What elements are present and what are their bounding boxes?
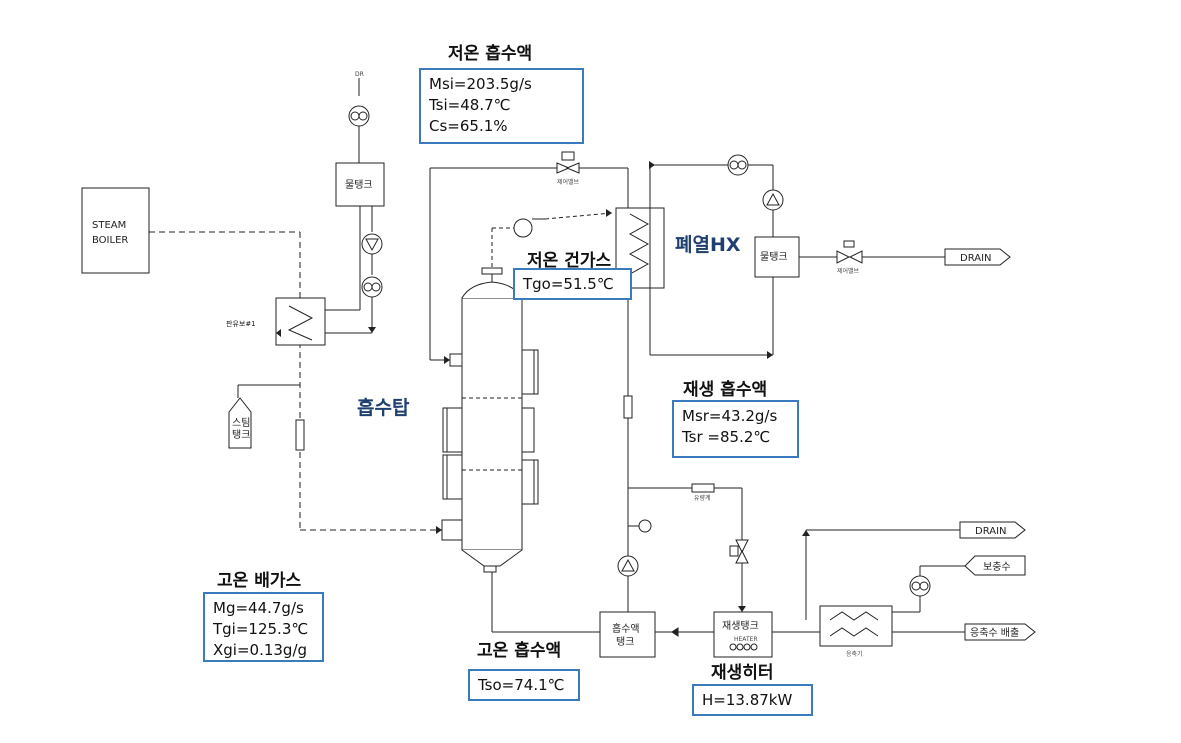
condenser-label: 응축기 bbox=[846, 650, 863, 658]
control-valve-right-label: 제어밸브 bbox=[837, 267, 860, 275]
flowmeter-mid bbox=[623, 395, 633, 419]
box-low-temp-absorbent: Msi=203.5g/s Tsi=48.7℃ Cs=65.1% bbox=[419, 68, 584, 144]
flowmeter-left bbox=[295, 419, 305, 451]
regen-tank bbox=[713, 611, 773, 658]
header-high-temp-exhaust: 고온 배가스 bbox=[217, 571, 302, 591]
control-valve-top-label: 제어밸브 bbox=[557, 178, 580, 186]
steam-tank bbox=[228, 397, 252, 449]
header-low-temp-dry-gas: 저온 건가스 bbox=[527, 251, 612, 271]
water-tank-right-label: 물탱크 bbox=[760, 251, 788, 263]
drain-bottom-label: DRAIN bbox=[975, 526, 1007, 537]
water-tank-top-label: 물탱크 bbox=[345, 179, 373, 191]
steam-boiler bbox=[81, 187, 150, 274]
header-low-temp-absorbent: 저온 흡수액 bbox=[448, 44, 533, 64]
regen-tank-label: 재생탱크 bbox=[722, 620, 759, 632]
makeup-water-label: 보충수 bbox=[983, 561, 1011, 573]
flowmeter-label: 유량계 bbox=[694, 494, 711, 502]
water-tank-top bbox=[335, 162, 385, 207]
box-low-temp-dry-gas: Tgo=51.5℃ bbox=[513, 268, 632, 300]
plate-hx-1 bbox=[275, 297, 326, 346]
header-absorber: 흡수탑 bbox=[357, 397, 410, 419]
absorber-column bbox=[461, 297, 523, 551]
header-high-temp-absorbent: 고온 흡수액 bbox=[477, 641, 562, 661]
box-regen-absorbent: Msr=43.2g/s Tsr =85.2℃ bbox=[672, 400, 799, 458]
box-high-temp-absorbent: Tso=74.1℃ bbox=[468, 669, 580, 701]
drain-right-label: DRAIN bbox=[960, 253, 992, 264]
header-regen-heater: 재생히터 bbox=[711, 663, 774, 683]
box-regen-heater: H=13.87kW bbox=[692, 684, 813, 716]
header-waste-heat-hx: 폐열HX bbox=[675, 234, 741, 256]
condensate-out-label: 응축수 배출 bbox=[970, 627, 1019, 639]
absorbent-tank bbox=[599, 611, 656, 658]
header-regen-absorbent: 재생 흡수액 bbox=[683, 380, 768, 400]
heater-label: HEATER bbox=[734, 636, 758, 643]
dr-label: DR bbox=[355, 71, 364, 78]
flowmeter-regen bbox=[691, 483, 715, 493]
condenser bbox=[819, 605, 893, 647]
blower-icon bbox=[513, 218, 533, 238]
water-tank-right bbox=[754, 236, 800, 278]
plate-hx-label: 판유보#1 bbox=[226, 319, 256, 328]
box-high-temp-exhaust: Mg=44.7g/s Tgi=125.3℃ Xgi=0.13g/g bbox=[203, 592, 324, 662]
